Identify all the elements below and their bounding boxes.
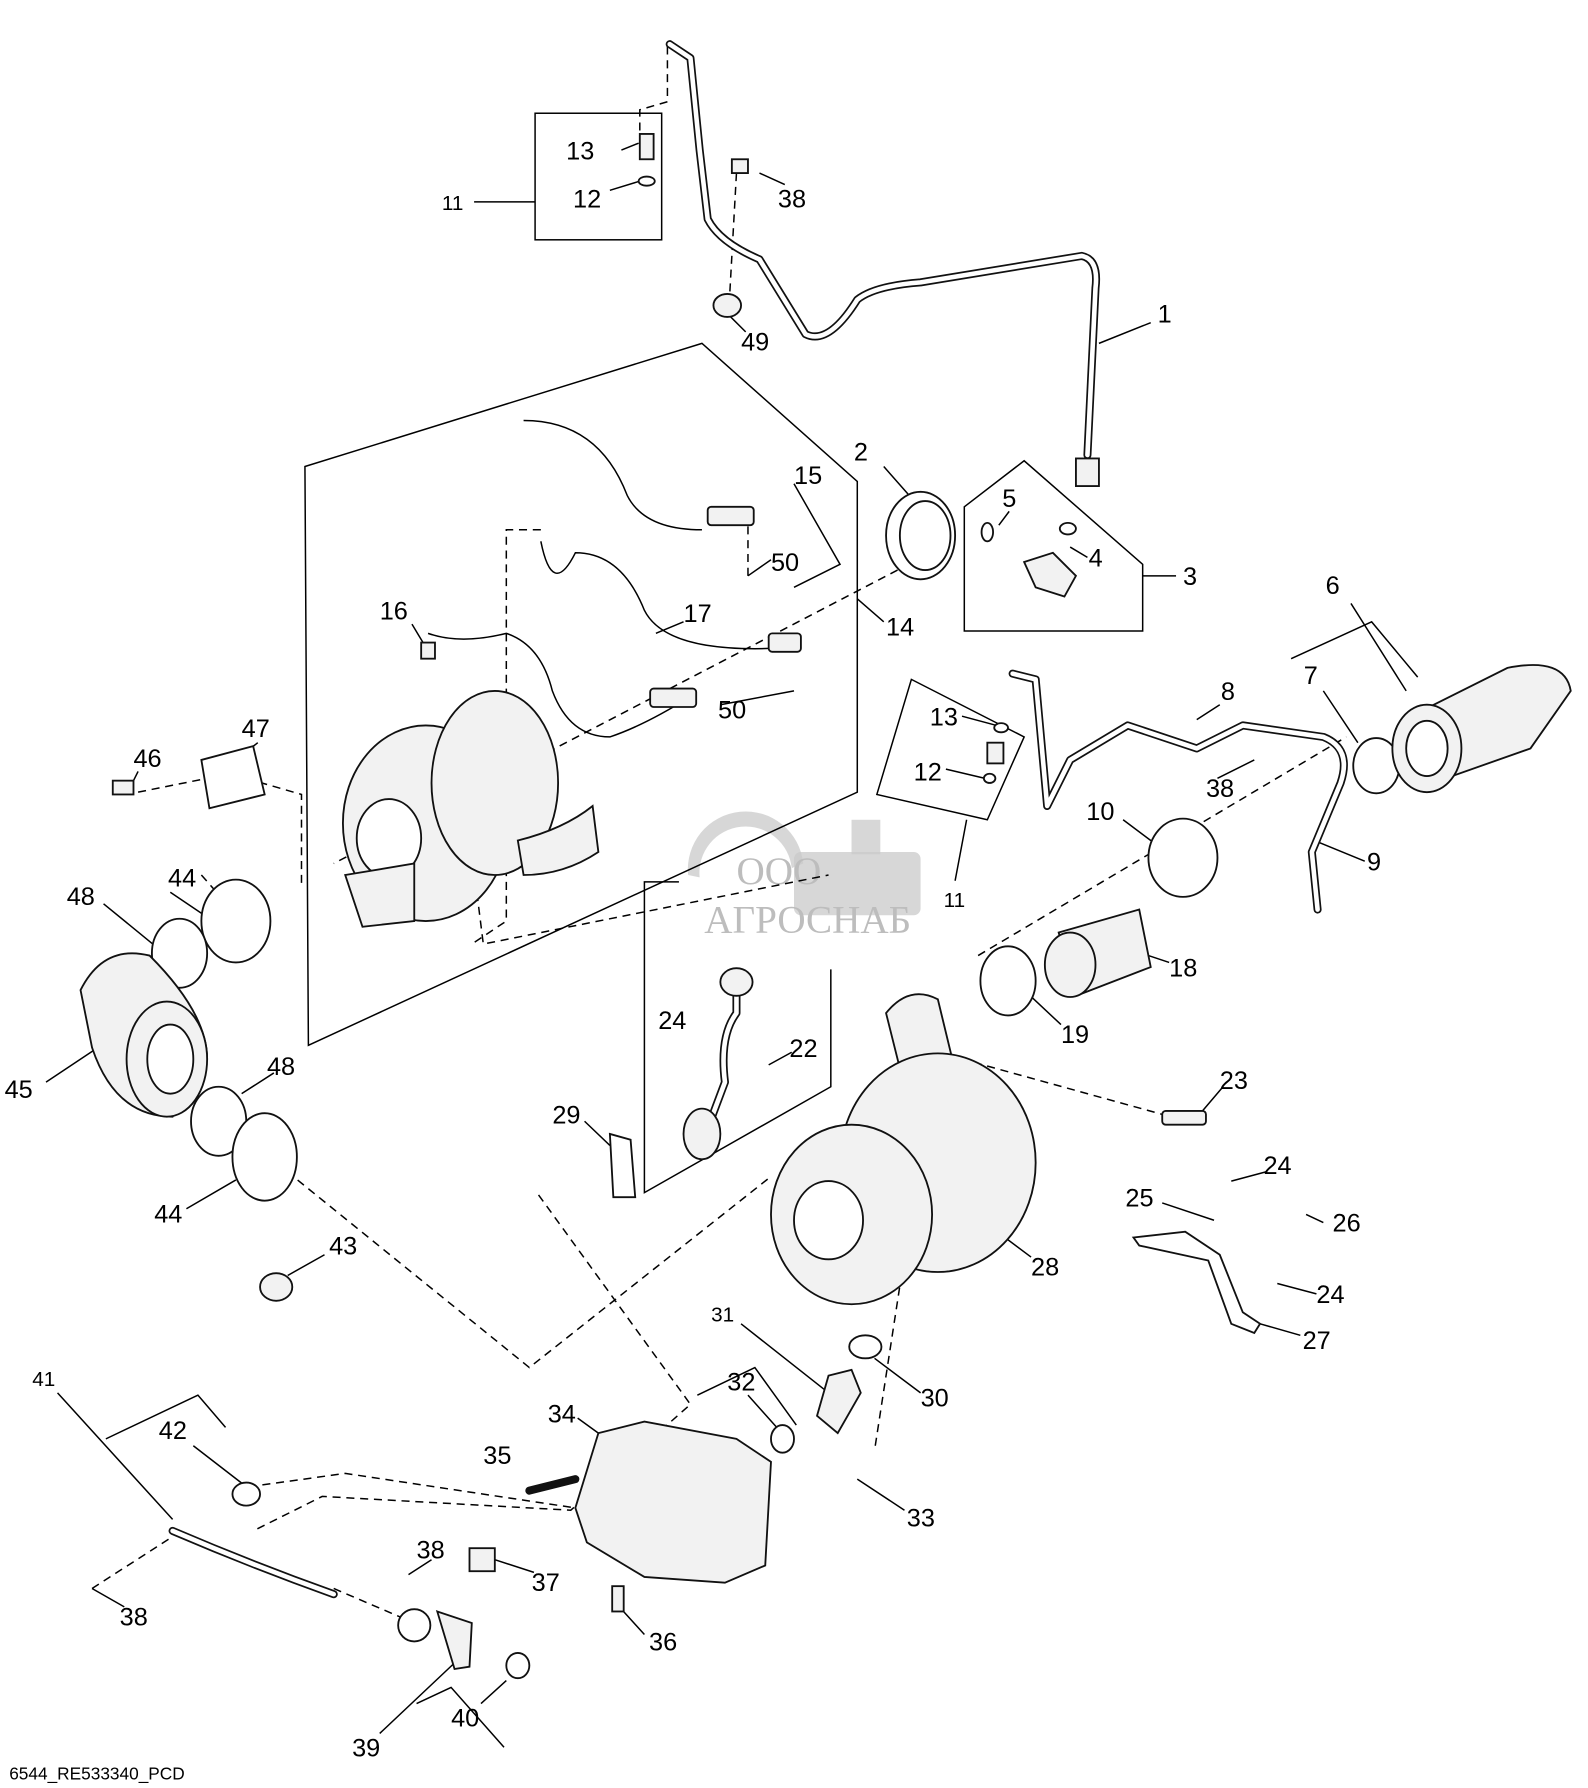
callout-label: 43 bbox=[329, 1233, 357, 1261]
sensor-harness-15-16-17 bbox=[420, 419, 802, 738]
callout-label: 2 bbox=[854, 439, 868, 467]
v-band-clamp-2 bbox=[885, 490, 957, 581]
callout-label: 23 bbox=[1220, 1067, 1248, 1095]
callout-label: 12 bbox=[573, 186, 601, 214]
callout-label: 9 bbox=[1367, 848, 1381, 876]
agrosnab-watermark-logo: ООО АГРОСНАБ bbox=[687, 811, 921, 942]
callout-label: 1 bbox=[1158, 301, 1172, 329]
callout-label: 36 bbox=[649, 1629, 677, 1657]
leader-lines bbox=[45, 142, 1407, 1734]
callout-label: 30 bbox=[921, 1385, 949, 1413]
callout-label: 28 bbox=[1031, 1253, 1059, 1281]
callout-label: 11 bbox=[442, 192, 463, 215]
callout-label: 26 bbox=[1333, 1210, 1361, 1238]
callout-label: 37 bbox=[532, 1569, 560, 1597]
watermark-prefix: ООО bbox=[736, 850, 821, 893]
callout-label: 24 bbox=[658, 1007, 686, 1035]
callout-label: 25 bbox=[1125, 1184, 1153, 1212]
callout-label: 13 bbox=[930, 703, 958, 731]
callout-label: 16 bbox=[380, 598, 408, 626]
callout-label: 17 bbox=[684, 600, 712, 628]
callout-label: 48 bbox=[67, 883, 95, 911]
callout-label: 45 bbox=[5, 1076, 33, 1104]
callout-label: 24 bbox=[1263, 1152, 1291, 1180]
callout-label: 39 bbox=[352, 1734, 380, 1762]
callout-label: 44 bbox=[154, 1201, 182, 1229]
oil-supply-line-part-1 bbox=[665, 40, 1101, 487]
callout-label: 41 bbox=[32, 1368, 55, 1391]
callout-label: 33 bbox=[907, 1504, 935, 1532]
callout-label: 19 bbox=[1061, 1021, 1089, 1049]
callout-label: 34 bbox=[548, 1401, 576, 1429]
callout-label: 38 bbox=[1206, 775, 1234, 803]
callout-label: 15 bbox=[794, 462, 822, 490]
callout-label: 12 bbox=[914, 759, 942, 787]
callout-label: 18 bbox=[1169, 954, 1197, 982]
callout-label: 22 bbox=[789, 1035, 817, 1063]
callout-label: 6 bbox=[1326, 572, 1340, 600]
callout-label: 10 bbox=[1086, 798, 1114, 826]
callout-label: 32 bbox=[727, 1369, 755, 1397]
callout-label: 38 bbox=[120, 1603, 148, 1631]
small-fittings-upper bbox=[637, 133, 749, 318]
callout-label: 29 bbox=[552, 1102, 580, 1130]
callout-label: 27 bbox=[1303, 1327, 1331, 1355]
callout-label: 38 bbox=[417, 1537, 445, 1565]
callout-label: 11 bbox=[944, 889, 966, 912]
callout-label: 46 bbox=[133, 745, 161, 773]
callout-label: 47 bbox=[242, 715, 270, 743]
exhaust-parts-left bbox=[79, 744, 298, 1302]
callout-label: 38 bbox=[778, 186, 806, 214]
group-outlines bbox=[105, 112, 1419, 1748]
callout-label: 44 bbox=[168, 865, 196, 893]
callout-label: 7 bbox=[1304, 662, 1318, 690]
turbocharger-low-pressure-28 bbox=[770, 993, 1262, 1335]
oil-line-9 bbox=[982, 669, 1348, 914]
drawing-id: 6544_RE533340_PCD bbox=[9, 1763, 185, 1783]
callout-label: 48 bbox=[267, 1053, 295, 1081]
callout-label: 4 bbox=[1089, 545, 1103, 573]
callout-label: 50 bbox=[771, 549, 799, 577]
callout-label: 40 bbox=[451, 1705, 479, 1733]
callout-label: 31 bbox=[711, 1303, 734, 1326]
lower-housing-parts bbox=[168, 1334, 883, 1680]
callout-label: 13 bbox=[566, 137, 594, 165]
callout-label: 14 bbox=[886, 614, 914, 642]
turbocharger-high-pressure bbox=[341, 689, 600, 928]
elbow-fitting-3 bbox=[980, 521, 1078, 598]
exhaust-parts-right bbox=[979, 664, 1572, 1017]
oil-drain-tube bbox=[608, 967, 754, 1199]
watermark-name: АГРОСНАБ bbox=[704, 899, 911, 942]
callout-label: 42 bbox=[159, 1417, 187, 1445]
callout-label: 8 bbox=[1221, 678, 1235, 706]
callout-label: 5 bbox=[1002, 485, 1016, 513]
callout-label: 49 bbox=[741, 328, 769, 356]
callout-label: 24 bbox=[1316, 1281, 1344, 1309]
callout-label: 50 bbox=[718, 697, 746, 725]
callout-label: 35 bbox=[483, 1442, 511, 1470]
callout-label: 3 bbox=[1183, 563, 1197, 591]
